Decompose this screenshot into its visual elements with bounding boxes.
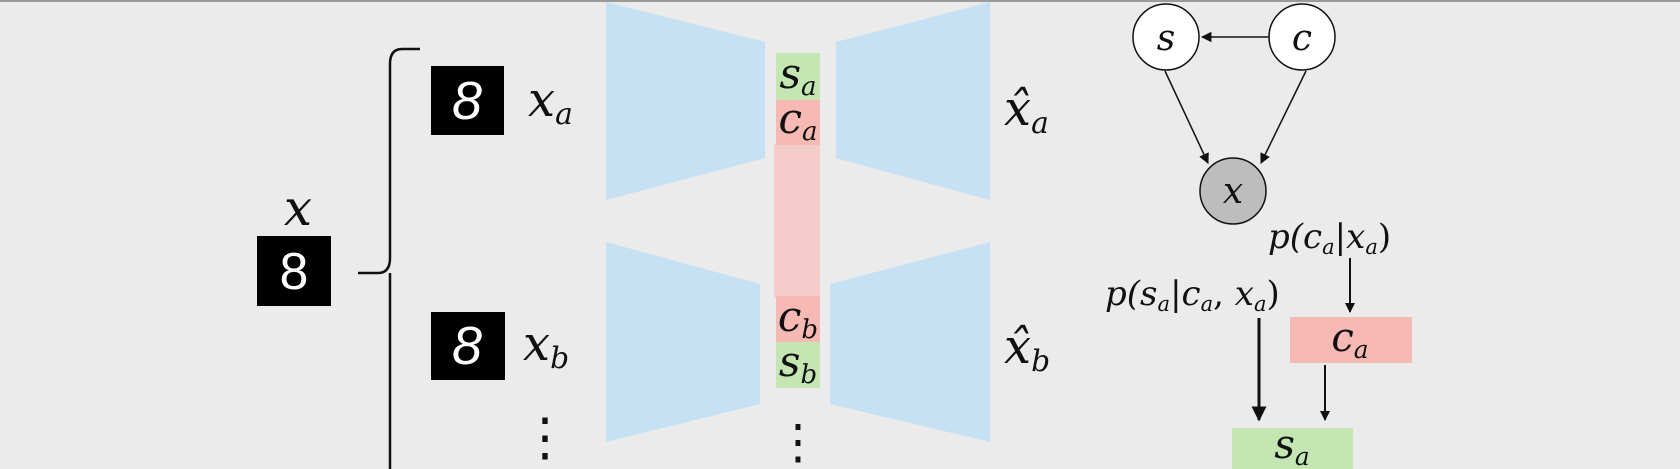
posterior-content-label: p(ca|xa) [1268,217,1391,259]
node-s [1132,3,1200,71]
style-b-label: sb [779,337,817,390]
digit-a-thumbnail [431,66,504,135]
posterior-style-label: p(sa|ca, xa) [1105,274,1280,316]
style-a-label: sa [779,49,816,102]
encoder-b [606,242,760,442]
style-b-cell [776,342,820,388]
latent-a: sa ca [776,49,820,147]
input-digit-thumbnail [257,236,331,306]
xhat-b-label: x̂b [1004,319,1050,379]
edge-s-to-x [1164,70,1209,164]
graphical-model: s c x [1132,3,1336,225]
pair-a: 8 xa x̂a [431,2,1049,200]
digit-b-thumbnail [431,312,505,380]
node-x-observed [1199,157,1267,225]
pair-b: 8 xb x̂b [431,242,1050,442]
node-x-label: x [1223,171,1243,212]
digit-b: 8 [452,316,482,376]
content-a-cell [776,100,820,145]
node-c [1268,3,1336,71]
node-c-label: c [1292,18,1312,59]
x-a-label: xa [528,72,573,132]
decoder-a [836,2,990,200]
split-brace [358,47,420,469]
edge-c-to-x [1260,70,1307,164]
content-b-cell [776,296,820,342]
ellipsis-latents: ⋮ [774,414,822,469]
style-a-cell [776,53,820,100]
node-s-label: s [1157,18,1175,59]
xhat-a-label: x̂a [1004,81,1049,141]
style-box [1232,428,1353,469]
style-box-label: sa [1274,422,1309,469]
content-b-label: cb [778,292,818,345]
content-box [1290,317,1412,363]
posterior-factorization: p(ca|xa) p(sa|ca, xa) ca sa [1105,217,1412,469]
input-image: x 8 [257,179,331,306]
encoder-a [606,2,765,200]
x-b-label: xb [523,316,569,376]
digit-a: 8 [452,71,482,131]
content-a-label: ca [778,94,817,147]
shared-content-bar [774,144,820,298]
latent-b: cb sb [776,292,820,390]
input-digit: 8 [280,243,309,301]
input-x-label: x [284,179,312,237]
decoder-b [830,242,990,442]
content-box-label: ca [1331,315,1368,364]
ellipsis-pairs: ⋮ [519,408,571,468]
